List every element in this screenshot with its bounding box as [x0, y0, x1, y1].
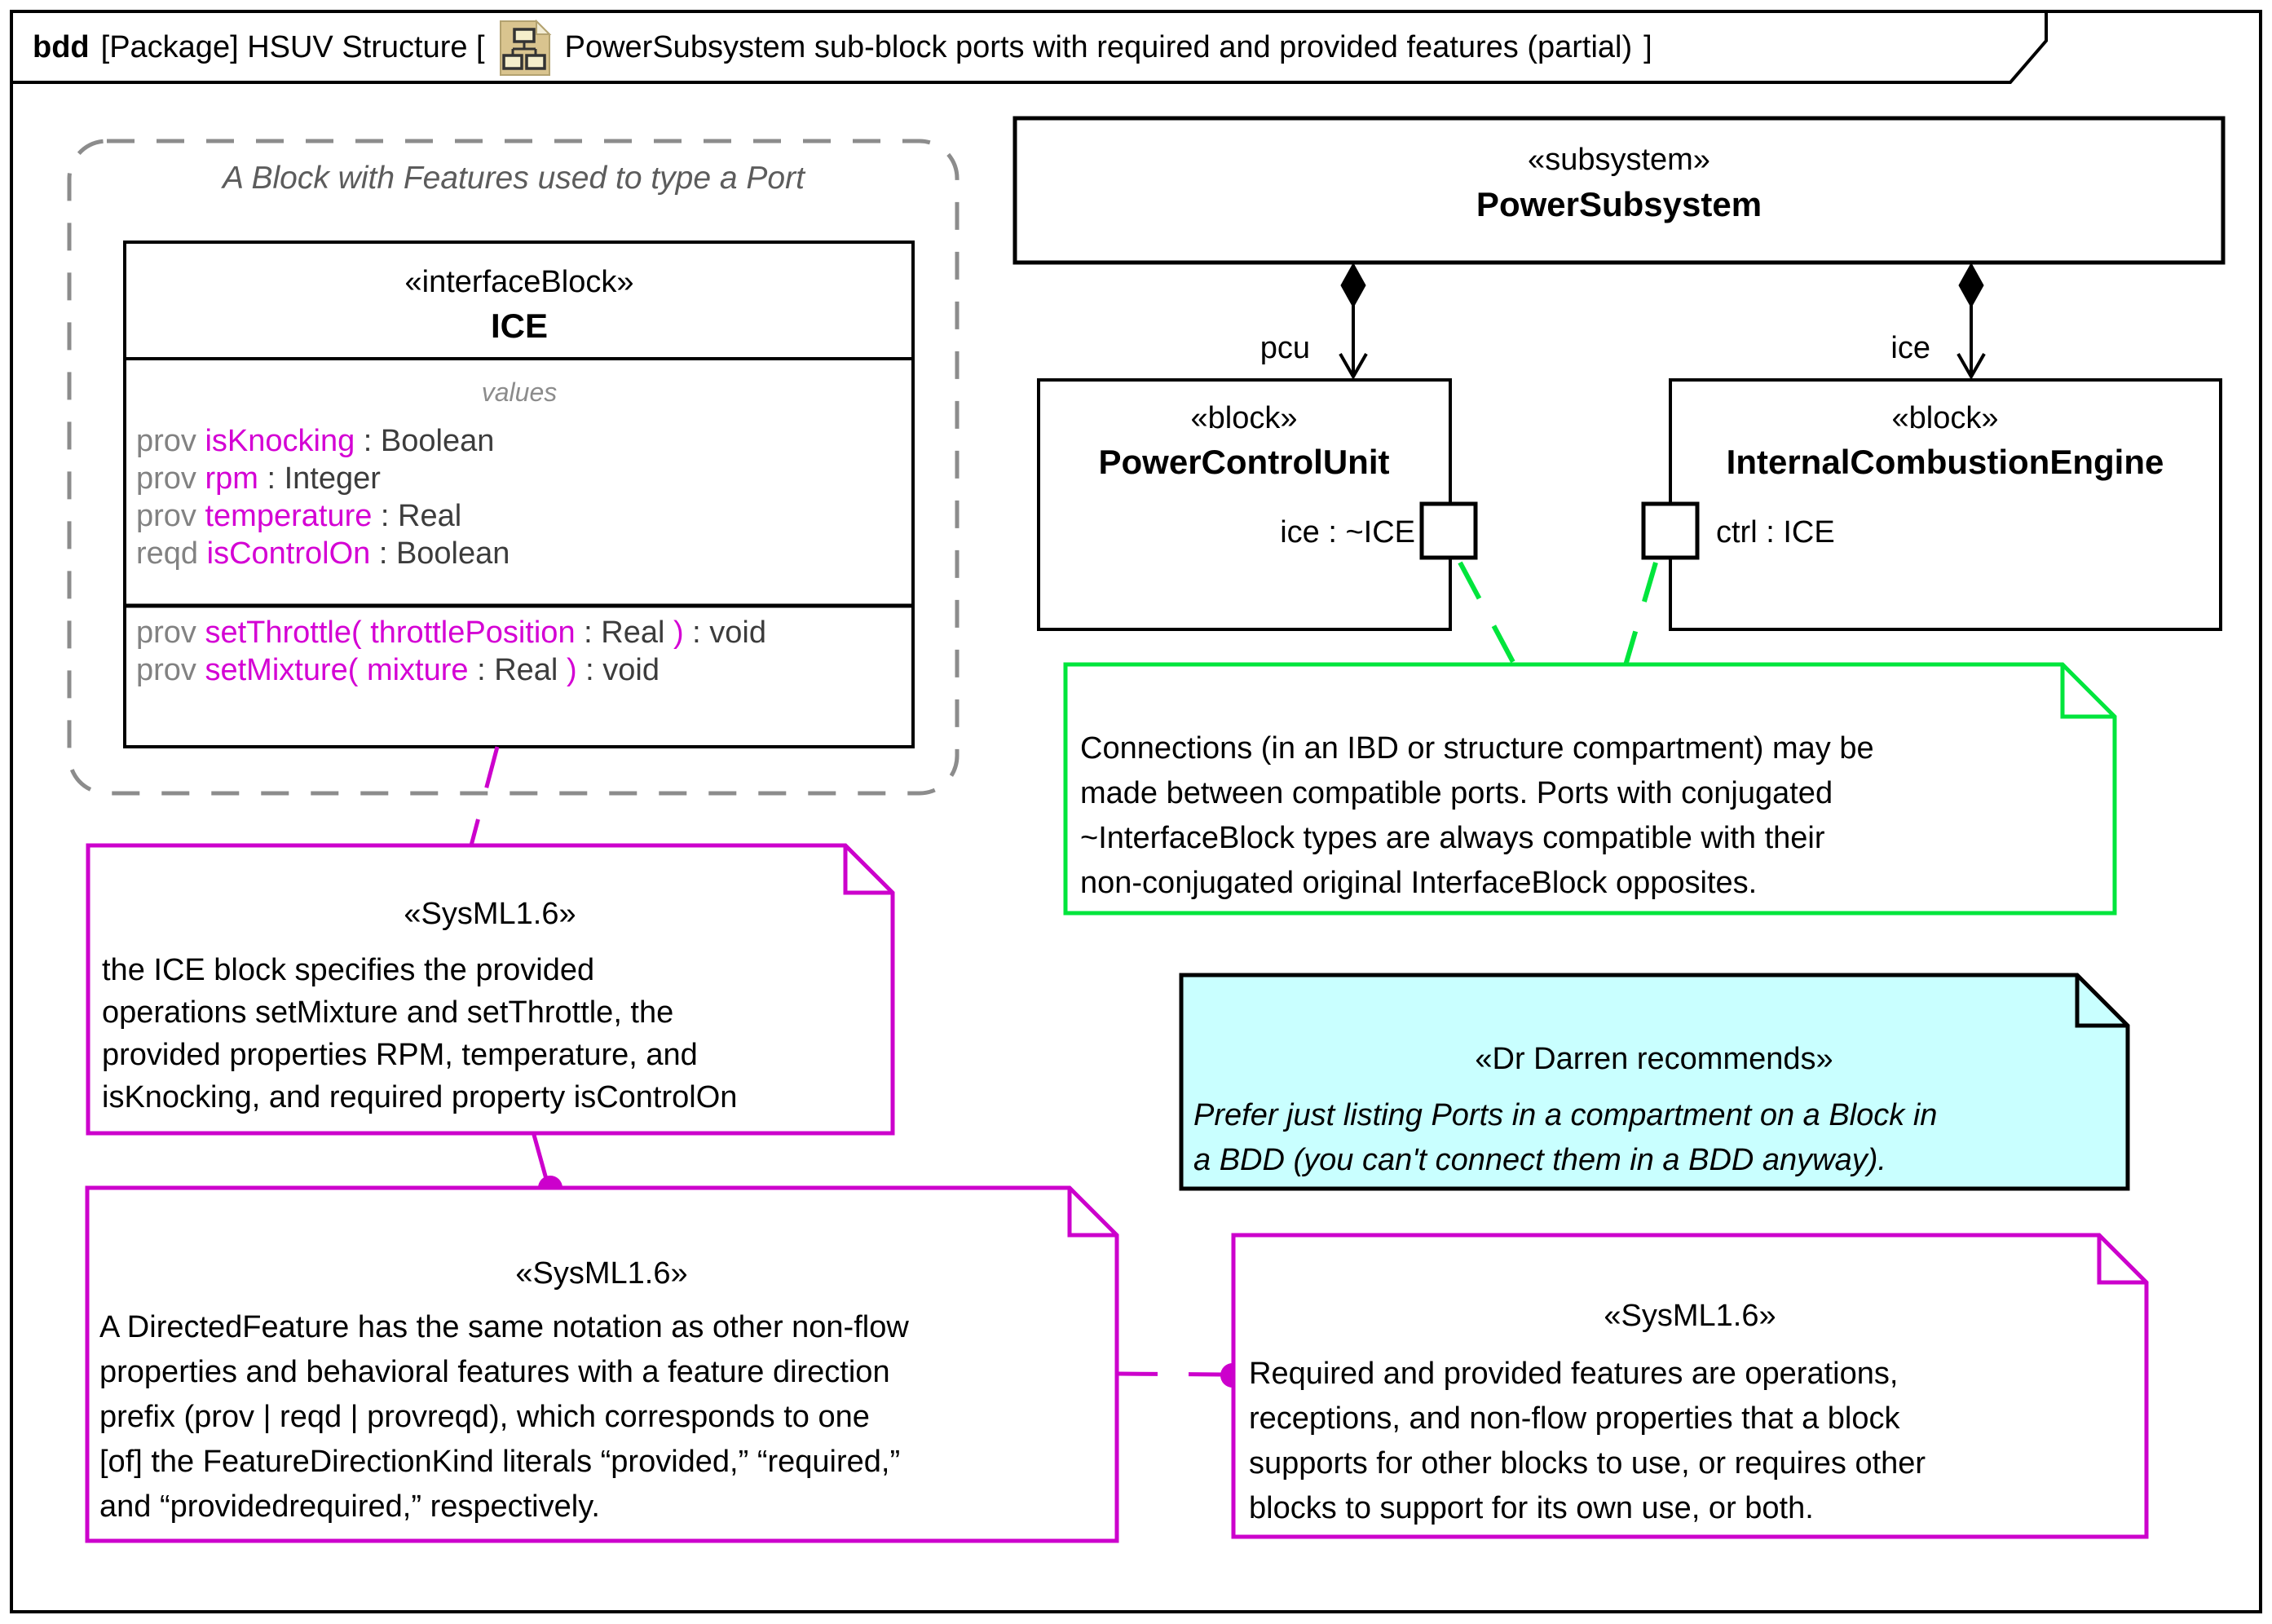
power-subsystem-stereotype: «subsystem» — [1528, 143, 1710, 177]
note-line: Prefer just listing Ports in a compartme… — [1193, 1098, 1938, 1132]
dr-darren-note[interactable]: «Dr Darren recommends» Prefer just listi… — [1181, 975, 2128, 1189]
ice-operation-setthrottle: prov setThrottle( throttlePosition : Rea… — [136, 616, 767, 650]
sysml-ice-note-stereotype: «SysML1.6» — [404, 897, 576, 931]
pcu-port-note-connector[interactable] — [1458, 561, 1515, 664]
diagram-name: PowerSubsystem sub-block ports with requ… — [564, 30, 1633, 64]
note-line: Connections (in an IBD or structure comp… — [1080, 731, 1874, 766]
note-line: prefix (prov | reqd | provreqd), which c… — [99, 1400, 870, 1434]
internal-combustion-engine-stereotype: «block» — [1891, 401, 1999, 435]
note-line: receptions, and non-flow properties that… — [1249, 1401, 1900, 1436]
ice-values-compartment-label: values — [481, 377, 558, 407]
ice-block-stereotype: «interfaceBlock» — [404, 265, 634, 299]
ice-value-iscontrolon: reqd isControlOn : Boolean — [136, 536, 510, 571]
pcu-port-label: ice : ~ICE — [1280, 515, 1415, 549]
sysml-directed-feature-note[interactable]: «SysML1.6» A DirectedFeature has the sam… — [87, 1188, 1117, 1541]
note-line: and “providedrequired,” respectively. — [99, 1489, 600, 1524]
ice-value-temperature: prov temperature : Real — [136, 499, 462, 533]
sysml-required-provided-note-stereotype: «SysML1.6» — [1604, 1299, 1776, 1333]
note-line: the ICE block specifies the provided — [102, 953, 595, 987]
note-line: made between compatible ports. Ports wit… — [1080, 776, 1833, 810]
sysml-ice-note[interactable]: «SysML1.6» the ICE block specifies the p… — [88, 845, 893, 1133]
ice-value-isknocking: prov isKnocking : Boolean — [136, 424, 495, 458]
ice-note-connector[interactable] — [469, 746, 500, 846]
note-line: blocks to support for its own use, or bo… — [1249, 1491, 1814, 1525]
note-line: isKnocking, and required property isCont… — [102, 1080, 738, 1114]
ice-block[interactable]: «interfaceBlock» ICE values prov isKnock… — [125, 242, 913, 747]
edge-label-pcu: pcu — [1260, 331, 1310, 365]
note-line: non-conjugated original InterfaceBlock o… — [1080, 866, 1758, 900]
note-to-note-connector-horizontal[interactable] — [1118, 1363, 1245, 1388]
composition-edge-ice[interactable] — [1957, 262, 1986, 381]
ice-ctrl-port-label: ctrl : ICE — [1716, 515, 1835, 549]
green-connections-note[interactable]: Connections (in an IBD or structure comp… — [1065, 664, 2115, 913]
note-line: a BDD (you can't connect them in a BDD a… — [1193, 1143, 1886, 1177]
power-control-unit-block[interactable]: «block» PowerControlUnit ice : ~ICE — [1039, 380, 1450, 629]
power-control-unit-stereotype: «block» — [1190, 401, 1298, 435]
note-line: provided properties RPM, temperature, an… — [102, 1038, 698, 1072]
edge-label-ice: ice — [1890, 331, 1930, 365]
composition-edge-pcu[interactable] — [1339, 262, 1368, 381]
diagram-context: [Package] HSUV Structure [ — [100, 30, 485, 64]
note-line: [of] the FeatureDirectionKind literals “… — [99, 1445, 901, 1479]
internal-combustion-engine-name: InternalCombustionEngine — [1726, 443, 2164, 481]
sysml-directed-feature-note-stereotype: «SysML1.6» — [515, 1256, 688, 1291]
power-subsystem-block[interactable]: «subsystem» PowerSubsystem — [1015, 118, 2223, 263]
note-line: properties and behavioral features with … — [99, 1355, 890, 1389]
ice-operation-setmixture: prov setMixture( mixture : Real ) : void — [136, 653, 660, 687]
note-line: ~InterfaceBlock types are always compati… — [1080, 821, 1825, 855]
ice-block-name: ICE — [490, 307, 549, 345]
diagram-kind-keyword: bdd — [33, 30, 90, 64]
diagram-title: bdd [Package] HSUV Structure [ PowerSubs… — [33, 11, 1652, 84]
power-control-unit-name: PowerControlUnit — [1098, 443, 1390, 481]
note-line: operations setMixture and setThrottle, t… — [102, 995, 674, 1030]
internal-combustion-engine-block[interactable]: «block» InternalCombustionEngine ctrl : … — [1670, 380, 2221, 629]
ice-value-rpm: prov rpm : Integer — [136, 461, 381, 496]
note-line: Required and provided features are opera… — [1249, 1357, 1899, 1391]
note-line: supports for other blocks to use, or req… — [1249, 1446, 1926, 1481]
features-container-label: A Block with Features used to type a Por… — [223, 161, 805, 196]
bdd-diagram-icon — [499, 19, 552, 76]
dr-darren-note-stereotype: «Dr Darren recommends» — [1475, 1042, 1833, 1076]
power-subsystem-name: PowerSubsystem — [1476, 185, 1762, 223]
ice-port-note-connector[interactable] — [1623, 562, 1658, 666]
sysml-required-provided-note[interactable]: «SysML1.6» Required and provided feature… — [1233, 1235, 2146, 1537]
note-line: A DirectedFeature has the same notation … — [99, 1310, 909, 1344]
diagram-title-closing-bracket: ] — [1643, 30, 1652, 64]
